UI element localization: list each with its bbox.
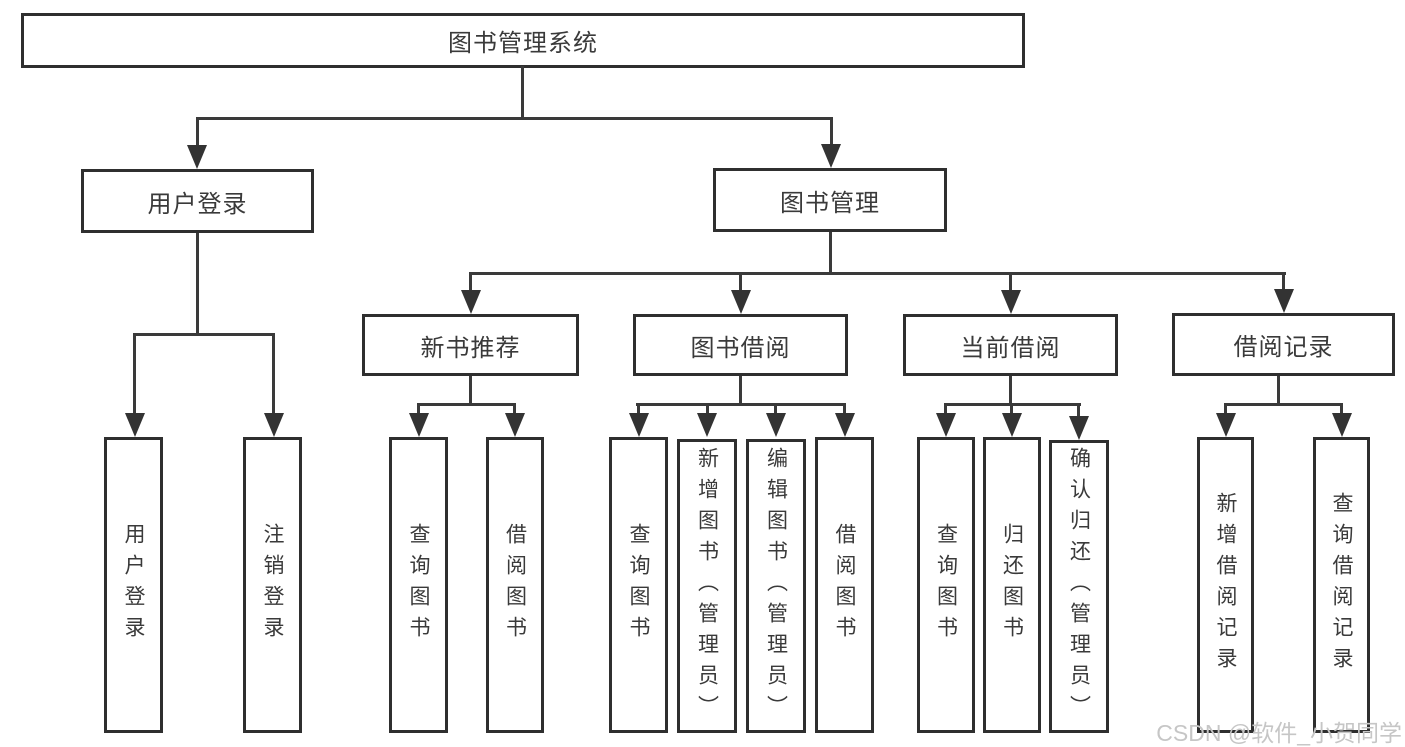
connector-line <box>196 117 833 120</box>
arrow-down-icon <box>697 413 717 437</box>
arrow-down-icon <box>731 290 751 314</box>
leaf-borrow-books-borrow: 借阅图书 <box>815 437 874 733</box>
leaf-query-books-recommend: 查询图书 <box>389 437 448 733</box>
connector-line <box>1009 272 1012 292</box>
arrow-down-icon <box>125 413 145 437</box>
arrow-down-icon <box>835 413 855 437</box>
leaf-borrow-books-recommend: 借阅图书 <box>486 437 544 733</box>
connector-line <box>417 403 420 415</box>
connector-line <box>636 403 846 406</box>
arrow-down-icon <box>1069 416 1089 440</box>
node-borrow-records: 借阅记录 <box>1172 313 1395 376</box>
connector-line <box>513 403 516 415</box>
connector-line <box>739 272 742 292</box>
arrow-down-icon <box>629 413 649 437</box>
connector-line <box>1282 272 1285 292</box>
node-user-login: 用户登录 <box>81 169 314 233</box>
connector-line <box>637 403 640 415</box>
connector-line <box>196 233 199 336</box>
arrow-down-icon <box>505 413 525 437</box>
leaf-query-books-current: 查询图书 <box>917 437 975 733</box>
leaf-add-book-admin: 新增图书（管理员） <box>677 439 737 733</box>
leaf-return-book: 归还图书 <box>983 437 1041 733</box>
arrow-down-icon <box>1332 413 1352 437</box>
watermark: CSDN @软件_小贺同学 <box>1156 720 1402 746</box>
connector-line <box>774 403 777 415</box>
connector-line <box>944 403 947 415</box>
connector-line <box>521 66 524 120</box>
node-new-book-recommend: 新书推荐 <box>362 314 579 376</box>
node-book-management: 图书管理 <box>713 168 947 232</box>
arrow-down-icon <box>1216 413 1236 437</box>
arrow-down-icon <box>187 145 207 169</box>
connector-line <box>843 403 846 415</box>
arrow-down-icon <box>1274 289 1294 313</box>
arrow-down-icon <box>766 413 786 437</box>
connector-line <box>739 376 742 406</box>
node-book-borrow: 图书借阅 <box>633 314 848 376</box>
connector-line <box>133 333 275 336</box>
arrow-down-icon <box>1001 290 1021 314</box>
leaf-logout: 注销登录 <box>243 437 302 733</box>
connector-line <box>1224 403 1227 415</box>
connector-line <box>1224 403 1343 406</box>
arrow-down-icon <box>936 413 956 437</box>
arrow-down-icon <box>461 290 481 314</box>
arrow-down-icon <box>1002 413 1022 437</box>
connector-line <box>469 376 472 406</box>
leaf-query-books-borrow: 查询图书 <box>609 437 668 733</box>
connector-line <box>1340 403 1343 415</box>
connector-line <box>272 333 275 415</box>
node-library-system: 图书管理系统 <box>21 13 1025 68</box>
connector-line <box>196 117 199 150</box>
leaf-confirm-return-admin: 确认归还（管理员） <box>1049 440 1109 733</box>
arrow-down-icon <box>264 413 284 437</box>
connector-line <box>830 117 833 146</box>
connector-line <box>1009 376 1012 406</box>
connector-line <box>469 272 1286 275</box>
connector-line <box>706 403 709 415</box>
leaf-query-borrow-record: 查询借阅记录 <box>1313 437 1370 733</box>
connector-line <box>417 403 516 406</box>
arrow-down-icon <box>409 413 429 437</box>
leaf-user-login: 用户登录 <box>104 437 163 733</box>
connector-line <box>1010 403 1013 415</box>
connector-line <box>469 272 472 292</box>
leaf-add-borrow-record: 新增借阅记录 <box>1197 437 1254 733</box>
connector-line <box>829 232 832 275</box>
node-current-borrow: 当前借阅 <box>903 314 1118 376</box>
connector-line <box>1277 376 1280 406</box>
connector-line <box>133 333 136 415</box>
leaf-edit-book-admin: 编辑图书（管理员） <box>746 439 806 733</box>
connector-line <box>1077 403 1080 417</box>
arrow-down-icon <box>821 144 841 168</box>
